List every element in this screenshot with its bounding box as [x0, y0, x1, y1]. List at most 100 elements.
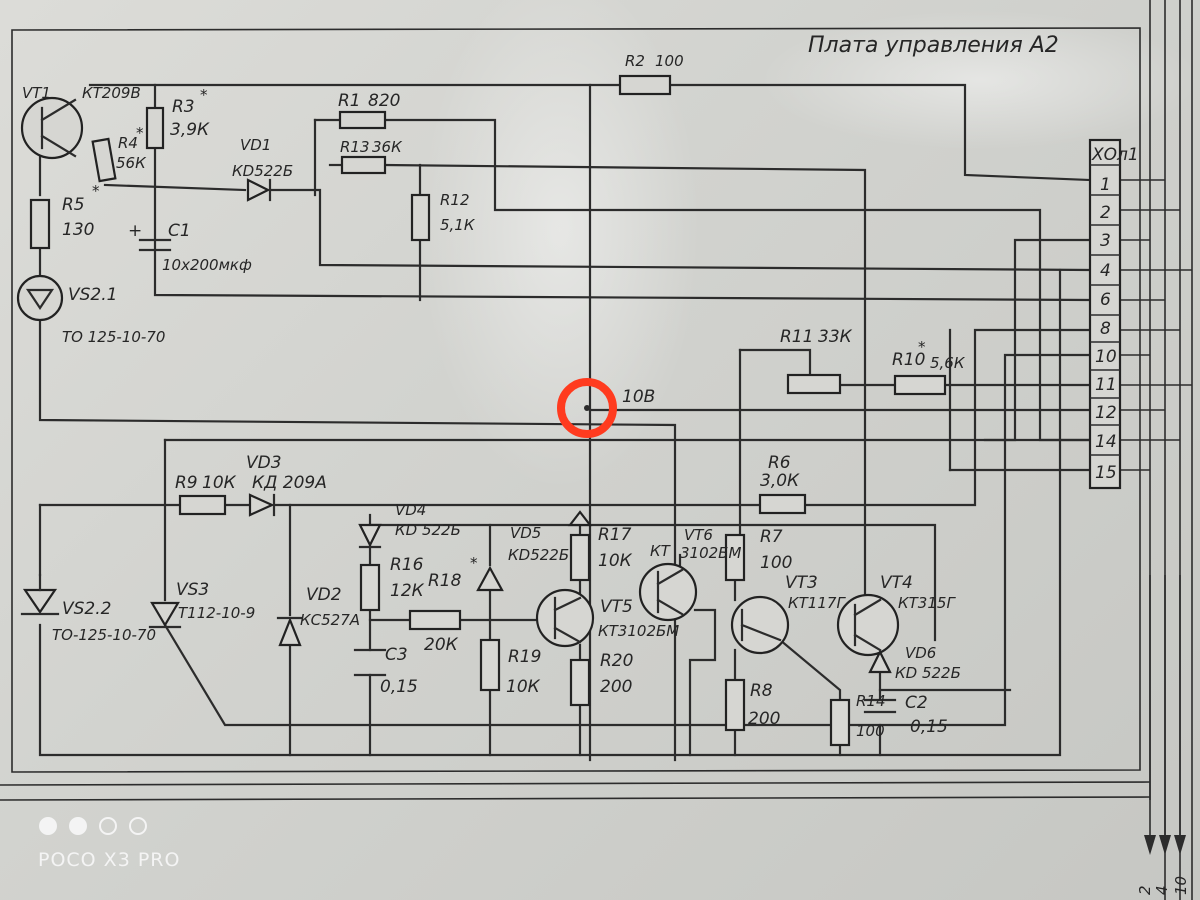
vt4-value: КТ315Г [898, 594, 956, 612]
vd3-ref: VD3 [246, 453, 282, 473]
vt1-ref: VT1 [22, 84, 51, 102]
output-arrows [1144, 835, 1186, 855]
vt1-value: КТ209В [82, 84, 141, 102]
r5-mark: * [92, 182, 100, 200]
vs21-value: ТО 125-10-70 [62, 328, 165, 346]
c3-ref: C3 [385, 645, 408, 665]
r12-value: 5,1К [440, 216, 476, 234]
connector-pin: 6 [1100, 290, 1111, 310]
r18-symbol [408, 609, 462, 631]
r10-value: 5,6К [930, 354, 966, 372]
vd4-symbol [358, 523, 382, 548]
r9-ref: R9 [175, 473, 198, 493]
vt3-symbol [730, 595, 790, 655]
r1-symbol [338, 110, 387, 130]
vt6-value: 3102БМ [680, 544, 741, 562]
r11-symbol [786, 373, 842, 395]
r3-ref: R3 [172, 97, 195, 117]
r4-mark: * [136, 124, 144, 142]
watermark-dot [39, 817, 57, 835]
r6-value: 3,0К [760, 471, 800, 491]
r5-value: 130 [62, 220, 94, 240]
vd2-ref: VD2 [306, 585, 342, 605]
vd1-ref: VD1 [240, 136, 271, 154]
vd6-symbol [868, 649, 892, 674]
r13-value: 36К [372, 138, 403, 156]
vd4-ref: VD4 [395, 501, 426, 519]
r11-value: 33К [818, 327, 853, 347]
r4-symbol [91, 137, 117, 183]
r19-value: 10К [506, 677, 541, 697]
r7-symbol [724, 533, 746, 582]
bottom-label: 2 [1136, 885, 1154, 895]
r1-ref: R1 [338, 91, 361, 111]
c3-symbol [353, 648, 387, 677]
r4-value: 56К [116, 154, 147, 172]
r10-symbol [893, 374, 947, 396]
vd1-symbol [246, 178, 271, 202]
r3-mark: * [200, 86, 208, 104]
r11-ref: R11 [780, 327, 813, 347]
marker-label: 10В [622, 387, 655, 407]
r13-symbol [340, 155, 387, 175]
c1-ref: C1 [168, 221, 191, 241]
r8-value: 200 [748, 709, 780, 729]
r9-symbol [178, 494, 227, 516]
connector-pin: 15 [1095, 463, 1117, 483]
connector-pin: 8 [1100, 319, 1111, 339]
r12-ref: R12 [440, 191, 470, 209]
c1-symbol [138, 238, 172, 252]
vs3-value: Т112-10-9 [178, 604, 255, 622]
connector-pin: 3 [1100, 231, 1111, 251]
watermark-dot [69, 817, 87, 835]
vd5-ref: VD5 [510, 524, 541, 542]
vt5-value: КТ3102БМ [598, 622, 679, 640]
vt6-ref: VT6 [684, 526, 713, 544]
r19-ref: R19 [508, 647, 541, 667]
r18-mark: * [470, 554, 478, 572]
vd6-ref: VD6 [905, 644, 936, 662]
r6-ref: R6 [768, 453, 791, 473]
r20-ref: R20 [600, 651, 633, 671]
vs21-symbol [16, 274, 64, 322]
vs22-value: ТО-125-10-70 [52, 626, 156, 644]
r9-value: 10К [202, 473, 237, 493]
connector-block [1088, 138, 1122, 490]
connector-pin: 12 [1095, 403, 1117, 423]
vt6-prefix: КТ [650, 542, 672, 560]
vd5-symbol [567, 510, 593, 527]
r2-value: 100 [655, 52, 684, 70]
r6-symbol [758, 493, 807, 515]
vt3-value: КТ117Г [788, 594, 846, 612]
camera-brand: POCO X3 PRO [38, 849, 180, 871]
r2-symbol [618, 74, 672, 96]
highlight-marker [557, 378, 617, 438]
watermark-dot [129, 817, 147, 835]
bottom-label: 4 [1153, 885, 1171, 895]
r2-ref: R2 [625, 52, 645, 70]
camera-watermark: POCO X3 PRO [38, 817, 180, 871]
r1-value: 820 [368, 91, 400, 111]
r8-ref: R8 [750, 681, 773, 701]
board-title: Плата управления А2 [808, 33, 1059, 58]
connector-pin: 11 [1095, 375, 1117, 395]
r3-symbol [145, 106, 165, 150]
vt6-symbol [638, 562, 698, 622]
vs22-symbol [22, 588, 58, 614]
vd3-symbol [248, 493, 275, 517]
r10-mark: * [918, 338, 926, 356]
vd2-value: КС527А [300, 611, 360, 629]
vt4-ref: VT4 [880, 573, 913, 593]
r7-value: 100 [760, 553, 792, 573]
r5-symbol [29, 198, 51, 250]
r14-value: 100 [856, 722, 885, 740]
r17-ref: R17 [598, 525, 632, 545]
c2-symbol [863, 698, 897, 714]
watermark-dot [99, 817, 117, 835]
r4-ref: R4 [118, 134, 138, 152]
r18-value: 20К [424, 635, 459, 655]
r12-symbol [410, 193, 431, 242]
vt5-ref: VT5 [600, 597, 633, 617]
